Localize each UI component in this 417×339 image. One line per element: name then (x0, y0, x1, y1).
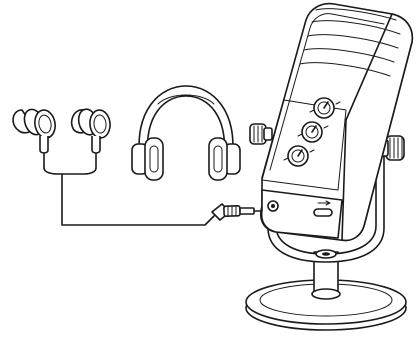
left-earcup (132, 138, 163, 180)
audio-cable-icon (62, 174, 265, 225)
right-earbud (72, 107, 112, 168)
earphones-icon (13, 107, 111, 174)
right-earcup (209, 138, 240, 180)
audio-plug (212, 204, 265, 220)
headphones-icon (132, 86, 240, 180)
left-stand-knob (250, 124, 272, 144)
earphone-wires (44, 148, 96, 174)
microphone-icon (261, 4, 413, 241)
headphone-jack-port (268, 201, 278, 211)
left-earbud (13, 107, 57, 168)
